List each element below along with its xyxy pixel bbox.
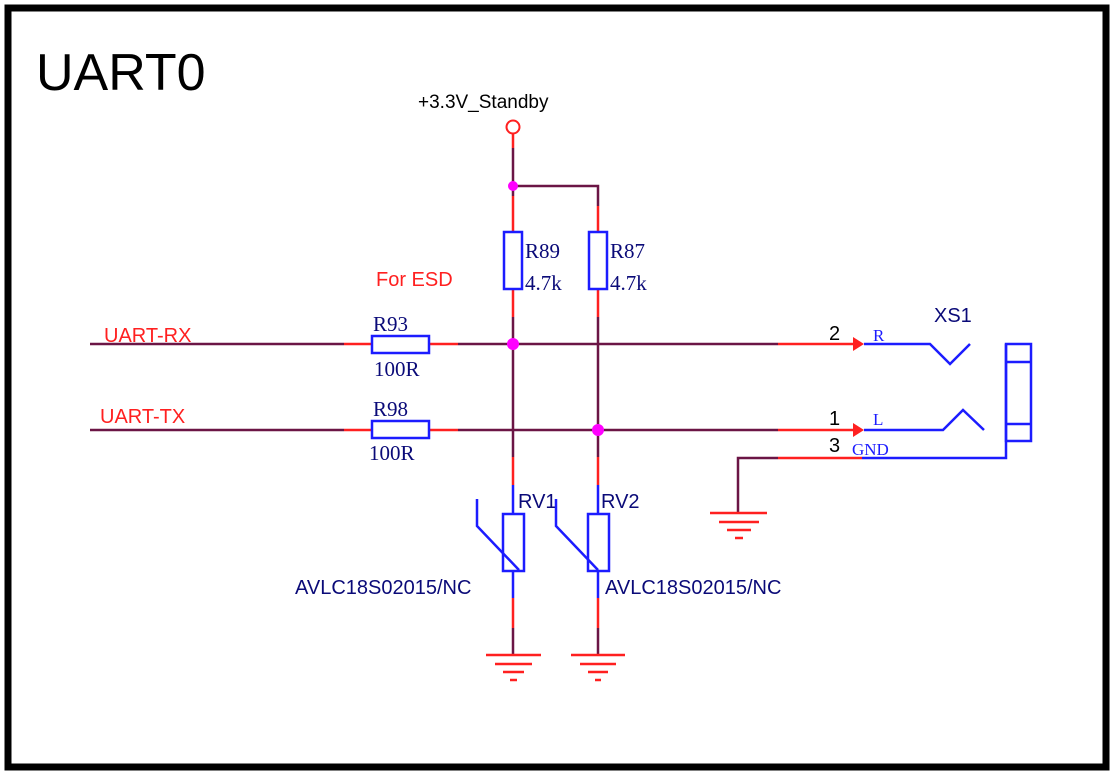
resistor-r89[interactable]: R89 4.7k [502,230,562,295]
contact-r-icon [864,342,971,366]
varistor-rv1[interactable]: RV1 AVLC18S02015/NC [295,485,557,599]
resistor-r98[interactable]: R98 100R [369,397,431,465]
sheet-frame [4,4,1110,771]
varistor-ref: RV2 [601,491,640,513]
esd-note: For ESD [376,269,453,291]
junction-dot [592,424,604,436]
wire-connector-gnd [736,456,778,512]
resistor-body-icon [587,230,609,291]
junction-dot [507,338,519,350]
resistor-value: 100R [374,357,420,381]
wire-power-split [513,184,600,206]
resistor-body-icon [370,419,431,440]
resistor-ref: R93 [373,312,408,336]
resistor-body-icon [370,334,431,355]
varistor-rv2[interactable]: RV2 AVLC18S02015/NC [554,485,781,599]
resistor-value: 100R [369,441,415,465]
ground-symbol-icon [571,653,625,682]
net-label-uart-tx[interactable]: UART-TX [100,406,185,428]
junction-dot [508,181,518,191]
pin-name: L [873,410,883,429]
pin-name: R [873,326,885,345]
pin-arrow-icon [853,423,864,437]
contact-l-icon [864,408,985,432]
varistor-part: AVLC18S02015/NC [605,577,781,599]
varistor-slash-icon [554,499,599,571]
resistor-value: 4.7k [610,271,647,295]
power-port-3v3-standby[interactable]: +3.3V_Standby [418,92,549,148]
ground-symbol-icon [486,653,541,682]
resistor-ref: R98 [373,397,408,421]
varistor-part: AVLC18S02015/NC [295,577,471,599]
connector-xs1[interactable]: XS1 2 1 3 R L GND [829,305,1033,460]
power-port-circle-icon [505,119,521,135]
varistor-ref: RV1 [518,491,557,513]
sheet-title: UART0 [36,44,206,102]
resistor-value: 4.7k [525,271,562,295]
resistor-ref: R87 [610,239,645,263]
resistor-ref: R89 [525,239,560,263]
power-net-label: +3.3V_Standby [418,92,549,113]
pin-number: 3 [829,435,840,457]
pin-arrow-icon [853,337,864,351]
connector-ref: XS1 [934,305,972,327]
pin-number: 1 [829,408,840,430]
pin-name: GND [852,440,889,459]
resistor-r93[interactable]: R93 100R [370,312,431,381]
ground-symbol-icon [710,511,767,540]
resistor-r87[interactable]: R87 4.7k [587,230,647,295]
resistor-body-icon [502,230,524,291]
net-label-uart-rx[interactable]: UART-RX [104,325,191,347]
pin-number: 2 [829,323,840,345]
pin-stubs [344,196,862,628]
varistor-slash-icon [475,499,520,571]
jack-body-icon [1004,342,1033,443]
